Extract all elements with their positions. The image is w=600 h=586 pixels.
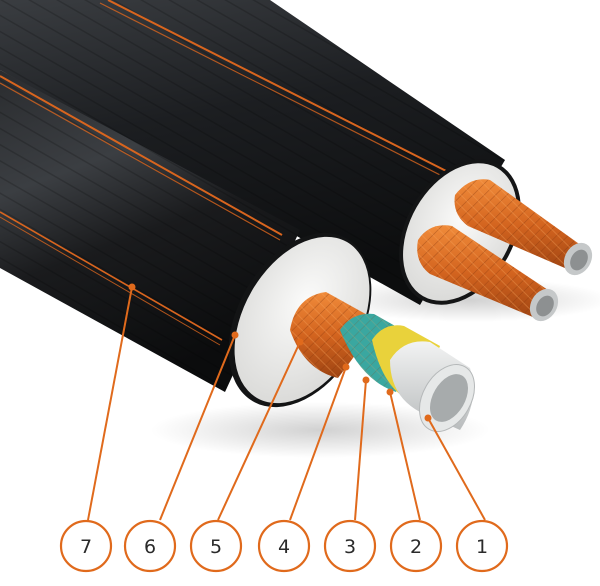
single-pipe-stripe-lower [0, 211, 223, 341]
callout-label-6: 6 [144, 536, 156, 558]
single-pipe-jacket-ribs [0, 70, 300, 392]
inner-pipe-bore [430, 374, 468, 422]
double-pipe-upper-carrier [454, 179, 593, 276]
single-pipe-stripe-lower-2 [0, 216, 221, 346]
leader-4 [289, 366, 347, 521]
callout-label-5: 5 [210, 536, 222, 558]
leader-1-dot [424, 414, 432, 422]
callout-badge-6: 6 [123, 519, 177, 573]
single-pipe [0, 70, 490, 458]
leader-5 [217, 341, 301, 521]
leader-2-dot [386, 388, 394, 396]
callout-label-7: 7 [80, 536, 92, 558]
double-pipe-stripe-2 [99, 2, 453, 182]
callout-label-1: 1 [476, 536, 488, 558]
callout-badges: 7 6 5 4 3 2 1 [59, 519, 509, 573]
single-pipe-shadow [150, 402, 490, 458]
callout-badge-3: 3 [323, 519, 377, 573]
leader-6-dot [231, 331, 239, 339]
callout-label-2: 2 [410, 536, 422, 558]
leader-6 [159, 334, 236, 521]
lower-carrier-bore [536, 295, 554, 317]
leader-3 [354, 379, 367, 521]
upper-carrier-bore [570, 249, 588, 271]
callout-badge-7: 7 [59, 519, 113, 573]
leader-5-dot [296, 338, 304, 346]
leader-7-dot [128, 283, 136, 291]
lower-carrier-braid [417, 225, 551, 320]
leader-4-dot [342, 363, 350, 371]
callout-badge-1: 1 [455, 519, 509, 573]
leader-7 [87, 286, 133, 521]
double-pipe [0, 0, 600, 322]
callout-badge-4: 4 [257, 519, 311, 573]
single-pipe-stripe-upper [0, 75, 283, 236]
single-pipe-stripe-upper-2 [0, 82, 281, 241]
upper-carrier-braid [454, 179, 584, 272]
double-pipe-lower-carrier [417, 225, 559, 322]
leader-3-dot [362, 376, 370, 384]
double-pipe-stripe [107, 0, 461, 179]
leader-1 [427, 417, 486, 521]
callout-leaders [87, 283, 486, 521]
double-pipe-jacket-ribs [0, 0, 505, 305]
callout-badge-2: 2 [389, 519, 443, 573]
callout-label-4: 4 [278, 536, 290, 558]
callout-badge-5: 5 [189, 519, 243, 573]
leader-2 [389, 391, 421, 521]
carrier-pipe-braid [290, 292, 380, 378]
callout-label-3: 3 [344, 536, 356, 558]
